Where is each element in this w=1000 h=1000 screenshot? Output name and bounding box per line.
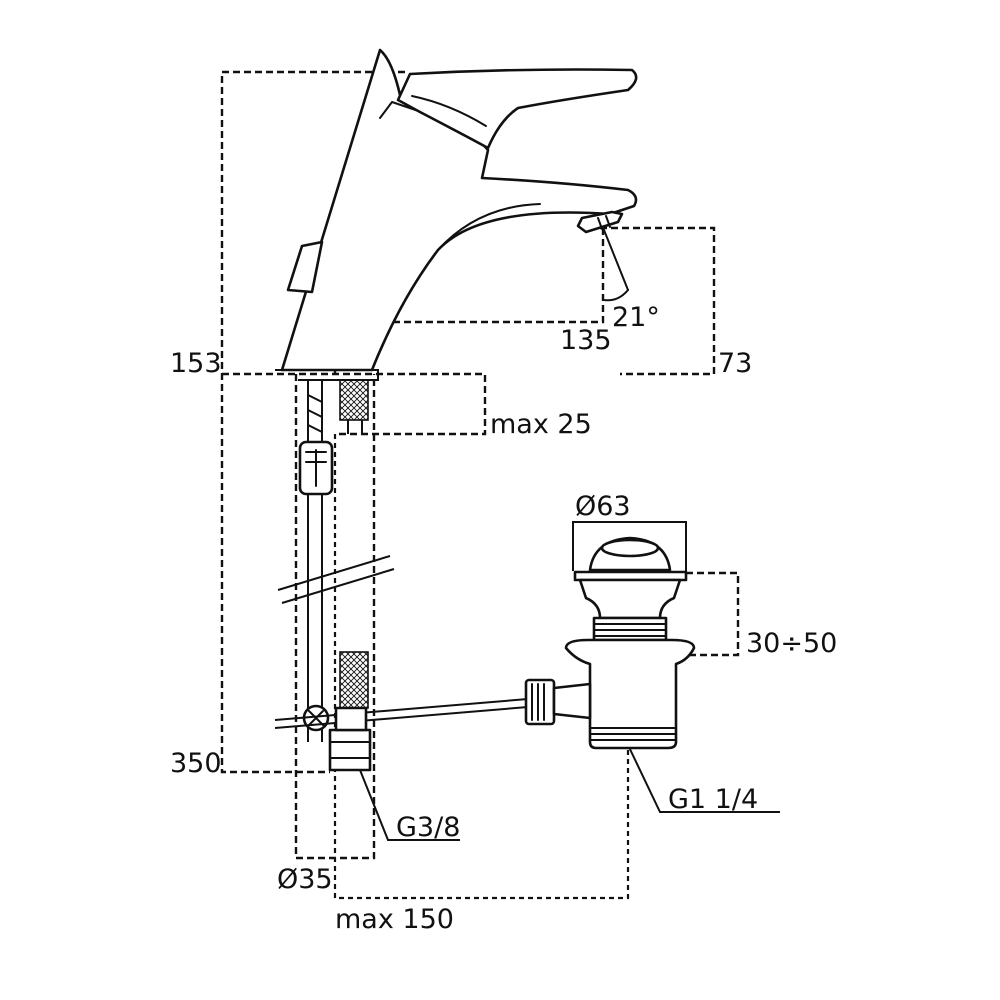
linkage-rod: [274, 697, 541, 729]
hose-connector: [298, 440, 334, 496]
label-supply-thread: G3/8: [396, 812, 460, 843]
label-waste-thread: G1 1/4: [668, 784, 758, 815]
label-spout-height: 73: [718, 348, 752, 379]
label-plug-lift: 30÷50: [746, 628, 837, 659]
faucet-base: [275, 369, 379, 381]
lever-handle: [396, 68, 638, 150]
plug-lift-frame: [686, 571, 740, 657]
label-deck-thickness: max 25: [490, 409, 592, 440]
waste-lever-fitting: [524, 678, 592, 726]
label-spout-angle: 21°: [612, 302, 660, 333]
waste-body: [564, 578, 696, 750]
waste-plug: [573, 536, 688, 582]
break-symbol: [277, 555, 395, 604]
pop-up-rod: [286, 240, 324, 294]
spout-aerator: [576, 210, 624, 234]
overall-height-frame: [220, 70, 405, 774]
thread-leader: [359, 744, 780, 841]
label-hole-diameter: Ø35: [277, 864, 333, 895]
plug-diameter-frame: [572, 521, 687, 571]
spout-height-frame: [600, 226, 716, 376]
label-supply-length: 350: [170, 748, 222, 779]
label-spout-reach: 135: [560, 325, 612, 356]
pop-up-rod-vertical: [339, 379, 369, 709]
spout-angle-indicator: [603, 229, 629, 302]
shutoff-nut: [328, 706, 372, 772]
label-overall-height: 153: [170, 348, 222, 379]
deck-line: [222, 372, 487, 436]
label-plug-diameter: Ø63: [575, 491, 631, 522]
label-waste-offset: max 150: [335, 904, 454, 935]
waste-offset-frame: [333, 434, 630, 900]
supply-hose: [307, 380, 323, 742]
